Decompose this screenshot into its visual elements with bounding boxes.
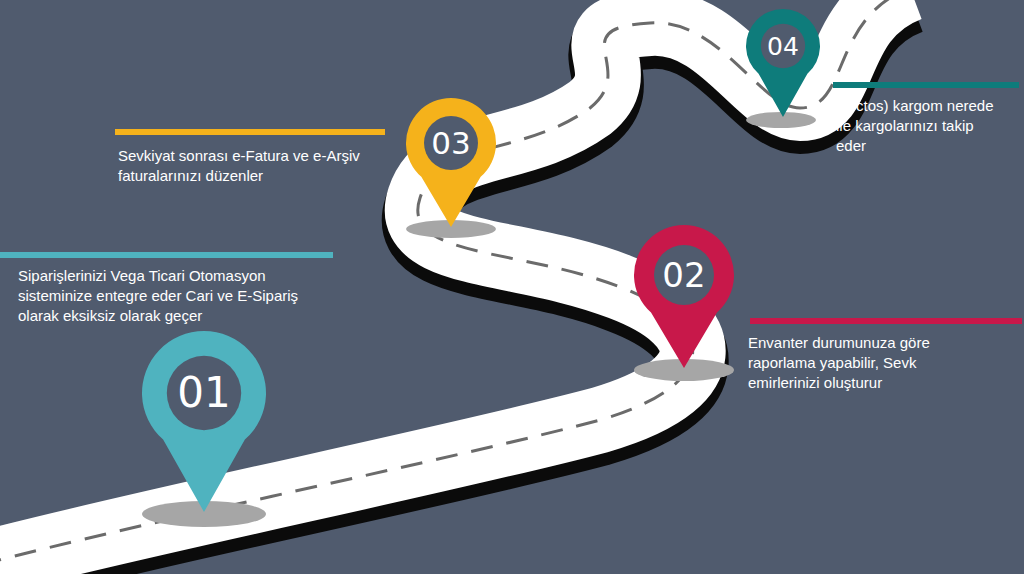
pin-hole [167,356,241,430]
location-pin: 01 [142,331,266,512]
callout-number: 03 [431,128,470,159]
step-description: Envanter durumunuza göre raporlama yapab… [748,333,988,393]
step-description: Sevkiyat sonrası e-Fatura ve e-Arşiv fat… [118,146,380,186]
accent-bar [0,252,333,258]
pin-shape [406,98,496,227]
callout-number: 02 [662,258,705,292]
location-pin: 03 [406,98,496,227]
pin-hole [424,116,478,170]
pin-body [746,9,820,117]
pin-shape [142,331,266,512]
accent-bar [115,129,385,135]
pin-hole [654,245,714,305]
road [0,0,910,565]
step-description: (Arctos) kargom nerede ile kargolarınızı… [836,96,996,156]
pin-body [142,331,266,512]
pin-body [634,225,734,368]
pin-shape [746,9,820,117]
callout-number: 01 [177,372,230,414]
step-description: Siparişlerinizi Vega Ticari Otomasyon si… [18,266,318,326]
location-pin: 04 [746,9,820,117]
pin-shadow [746,112,816,128]
pin-hole [761,24,805,68]
road-centerline [0,0,910,565]
accent-bar [833,82,1019,88]
location-pin: 02 [634,225,734,368]
pin-shape [634,225,734,368]
pin-body [406,98,496,227]
callout-number: 04 [767,34,799,59]
accent-bar [750,318,1022,324]
